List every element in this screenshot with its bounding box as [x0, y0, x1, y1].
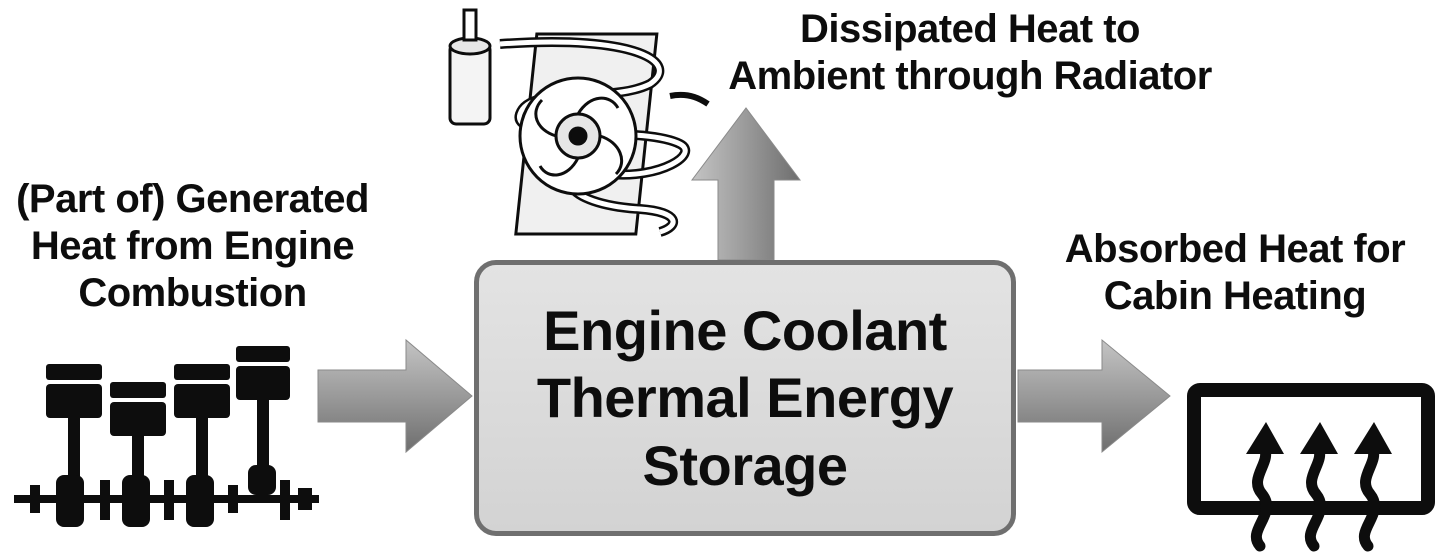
- cabin-label-line: Absorbed Heat for: [1064, 227, 1406, 271]
- radiator-label-line: Dissipated Heat to: [800, 7, 1140, 51]
- radiator-label-line: Ambient through Radiator: [728, 54, 1212, 99]
- storage-label-line: Storage: [642, 433, 849, 497]
- cabin-heater-icon: [1187, 383, 1435, 552]
- cabin-arrow: [1017, 338, 1171, 454]
- storage-label-line: Engine Coolant: [543, 299, 947, 363]
- input-label-line: Heat from Engine: [30, 224, 355, 269]
- input-label-line: Combustion: [78, 271, 307, 316]
- input-heat-label: (Part of) Generated Heat from Engine Com…: [0, 176, 385, 318]
- engine-pistons-icon: [14, 346, 319, 527]
- radiator-fan-icon: [448, 8, 710, 237]
- radiator-heat-label: Dissipated Heat to Ambient through Radia…: [700, 6, 1240, 100]
- storage-label-line: Thermal Energy: [536, 366, 954, 430]
- cabin-heat-label: Absorbed Heat for Cabin Heating: [1040, 226, 1430, 320]
- coolant-storage-box: Engine Coolant Thermal Energy Storage: [474, 260, 1016, 536]
- input-arrow: [317, 338, 473, 454]
- cabin-label-line: Cabin Heating: [1103, 274, 1367, 319]
- input-label-line: (Part of) Generated: [16, 177, 369, 221]
- radiator-arrow: [691, 107, 801, 261]
